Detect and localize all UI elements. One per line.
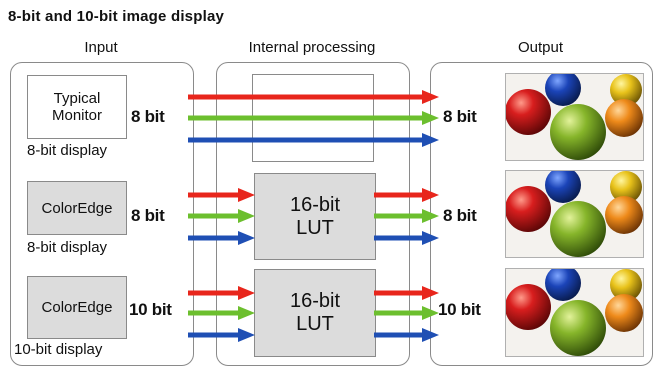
- monitor-label-line: Typical: [53, 90, 101, 107]
- red-arrow-head: [238, 188, 255, 202]
- blue-sphere: [545, 74, 581, 106]
- arrow-row-2: [188, 188, 439, 245]
- lut-label-line: LUT: [296, 313, 334, 335]
- green-sphere: [550, 300, 606, 356]
- input-bit-depth: 8 bit: [131, 107, 165, 126]
- output-bit-depth: 8 bit: [443, 206, 477, 225]
- green-arrow-head: [422, 209, 439, 223]
- output-image: [505, 73, 644, 161]
- display-label: 8-bit display: [27, 239, 108, 256]
- column-header-processing: Internal processing: [248, 39, 376, 56]
- colored-spheres-image: [506, 171, 643, 257]
- lut-label-line: 16-bit: [289, 193, 341, 216]
- output-bit-depth: 8 bit: [443, 107, 477, 126]
- red-arrow-head: [238, 286, 255, 300]
- blue-arrow-head: [238, 328, 255, 342]
- red-sphere: [506, 186, 551, 232]
- red-sphere: [506, 89, 551, 135]
- typical-monitor-box: Typical Monitor: [27, 75, 127, 139]
- column-header-output: Output: [517, 39, 564, 56]
- diagram-title: 8-bit and 10-bit image display: [8, 8, 225, 25]
- output-image: [505, 268, 644, 357]
- red-arrow-head: [422, 90, 439, 104]
- green-arrow-head: [238, 209, 255, 223]
- input-bit-depth: 8 bit: [131, 206, 165, 225]
- blue-sphere: [545, 171, 581, 203]
- coloredge-monitor-box: ColorEdge: [27, 181, 127, 235]
- blue-sphere: [545, 269, 581, 301]
- lut-label-line: LUT: [296, 216, 334, 239]
- display-label: 8-bit display: [27, 142, 108, 159]
- monitor-label-line: ColorEdge: [41, 199, 113, 217]
- colored-spheres-image: [506, 269, 643, 356]
- blue-arrow-head: [422, 231, 439, 245]
- output-image: [505, 170, 644, 258]
- lut-box: 16-bit LUT: [254, 173, 376, 260]
- colored-spheres-image: [506, 74, 643, 160]
- yellow-sphere: [610, 171, 642, 203]
- red-arrow-head: [422, 188, 439, 202]
- orange-sphere: [605, 99, 643, 137]
- green-arrow-head: [422, 111, 439, 125]
- green-sphere: [550, 104, 606, 160]
- orange-sphere: [605, 196, 643, 234]
- arrow-row-1: [188, 90, 439, 147]
- input-bit-depth: 10 bit: [129, 300, 172, 319]
- orange-sphere: [605, 294, 643, 332]
- blue-arrow-head: [422, 133, 439, 147]
- green-arrow-head: [422, 306, 439, 320]
- red-sphere: [506, 284, 551, 330]
- column-header-input: Input: [84, 39, 118, 56]
- display-label: 10-bit display: [14, 341, 103, 358]
- monitor-label-line: Monitor: [51, 107, 103, 124]
- monitor-label-line: ColorEdge: [41, 299, 113, 316]
- blue-arrow-head: [238, 231, 255, 245]
- blue-arrow-head: [422, 328, 439, 342]
- yellow-sphere: [610, 74, 642, 106]
- lut-label-line: 16-bit: [289, 290, 341, 312]
- red-arrow-head: [422, 286, 439, 300]
- green-arrow-head: [238, 306, 255, 320]
- coloredge-monitor-box: ColorEdge: [27, 276, 127, 339]
- arrow-row-3: [188, 286, 439, 342]
- green-sphere: [550, 201, 606, 257]
- output-bit-depth: 10 bit: [438, 300, 481, 319]
- yellow-sphere: [610, 269, 642, 301]
